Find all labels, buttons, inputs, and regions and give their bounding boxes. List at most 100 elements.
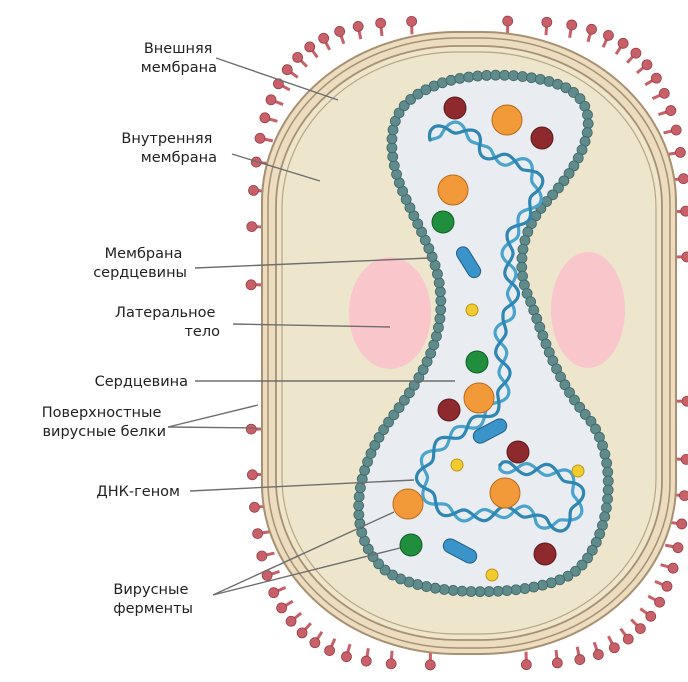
enzyme-yellow [486, 569, 498, 581]
enzyme-dark-red [444, 97, 466, 119]
core-membrane-bead [466, 587, 476, 597]
leader-outer-membrane [216, 58, 338, 100]
surface-protein-head [587, 24, 597, 34]
surface-protein-head [310, 638, 320, 648]
surface-protein-head [277, 603, 287, 613]
enzyme-green [432, 211, 454, 233]
lateral-body-left [349, 257, 431, 369]
core-membrane-bead [464, 72, 474, 82]
core-membrane-bead [602, 458, 612, 468]
surface-protein-head [567, 20, 577, 30]
core-membrane-bead [517, 253, 527, 263]
surface-protein-head [655, 597, 665, 607]
label-inner-membrane: Внутренняя мембрана [121, 131, 217, 166]
core-membrane-bead [455, 73, 465, 83]
enzyme-yellow [451, 459, 463, 471]
core-membrane-bead [473, 71, 483, 81]
core-membrane-bead [388, 152, 398, 162]
core-membrane-bead [389, 161, 399, 171]
core-membrane-bead [484, 587, 494, 597]
core-membrane-bead [482, 70, 492, 80]
surface-protein-head [305, 42, 315, 52]
leader-surface-proteins [168, 405, 258, 427]
labels: Внешняя мембрана Внутренняя мембрана Мем… [42, 41, 220, 617]
surface-protein-head [376, 18, 386, 28]
core-membrane-bead [446, 75, 456, 85]
core-membrane-bead [475, 587, 485, 597]
surface-protein-head [681, 206, 688, 216]
surface-protein-head [677, 519, 687, 529]
surface-protein-head [247, 470, 257, 480]
core-membrane-bead [448, 585, 458, 595]
enzyme-orange [438, 175, 468, 205]
surface-protein-head [286, 616, 296, 626]
core-membrane-bead [387, 143, 397, 153]
surface-protein-head [353, 21, 363, 31]
core-membrane-bead [509, 71, 519, 81]
surface-protein-head [341, 652, 351, 662]
surface-protein-head [246, 424, 256, 434]
surface-protein-head [249, 185, 259, 195]
surface-protein-head [503, 16, 513, 26]
core-membrane-bead [518, 271, 528, 281]
label-outer-membrane: Внешняя мембрана [141, 41, 217, 76]
core-membrane-bead [517, 262, 527, 272]
core-membrane-bead [502, 586, 512, 596]
core-membrane-bead [583, 119, 593, 129]
surface-protein-head [631, 48, 641, 58]
core-membrane-bead [436, 296, 446, 306]
enzyme-dark-red [531, 127, 553, 149]
surface-protein-head [297, 628, 307, 638]
core-membrane-bead [582, 110, 592, 120]
label-surface-proteins: Поверхностные вирусные белки [42, 405, 166, 440]
label-lateral-body: Латеральное тело [115, 305, 220, 340]
surface-protein-head [679, 174, 688, 184]
core-membrane-bead [511, 585, 521, 595]
surface-protein-head [253, 529, 263, 539]
enzyme-orange [490, 478, 520, 508]
core-membrane-bead [601, 503, 611, 513]
core-membrane-bead [518, 244, 528, 254]
label-core: Сердцевина [95, 374, 188, 390]
surface-protein-head [249, 502, 259, 512]
label-dna-genome: ДНК-геном [96, 484, 180, 500]
surface-protein-head [646, 611, 656, 621]
surface-protein-head [260, 113, 270, 123]
surface-protein-head [682, 252, 688, 262]
surface-protein-head [246, 280, 256, 290]
surface-protein-head [257, 551, 267, 561]
core-membrane-bead [457, 586, 467, 596]
surface-protein-head [671, 125, 681, 135]
surface-protein-head [319, 33, 329, 43]
surface-protein-head [361, 656, 371, 666]
surface-protein-head [575, 655, 585, 665]
core-membrane-bead [520, 235, 530, 245]
core-membrane-bead [529, 582, 539, 592]
core-membrane-bead [603, 476, 613, 486]
leader-surface-proteins [168, 427, 258, 428]
core-membrane-bead [603, 494, 613, 504]
enzyme-green [466, 351, 488, 373]
enzyme-orange [464, 383, 494, 413]
core-membrane-bead [433, 322, 443, 332]
lateral-body-right [551, 252, 625, 368]
surface-protein-head [325, 646, 335, 656]
surface-protein-head [603, 30, 613, 40]
surface-protein-head [666, 106, 676, 116]
surface-protein-head [335, 26, 345, 36]
core-membrane-bead [491, 70, 501, 80]
surface-protein-head [642, 60, 652, 70]
surface-protein-head [662, 581, 672, 591]
core-membrane-bead [600, 449, 610, 459]
enzyme-dark-red [534, 543, 556, 565]
surface-protein-head [673, 543, 683, 553]
enzyme-yellow [466, 304, 478, 316]
surface-protein-head [293, 52, 303, 62]
core-membrane-bead [439, 584, 449, 594]
enzyme-yellow [572, 465, 584, 477]
surface-protein-head [623, 634, 633, 644]
core-membrane-bead [500, 70, 510, 80]
core-membrane-bead [434, 278, 444, 288]
